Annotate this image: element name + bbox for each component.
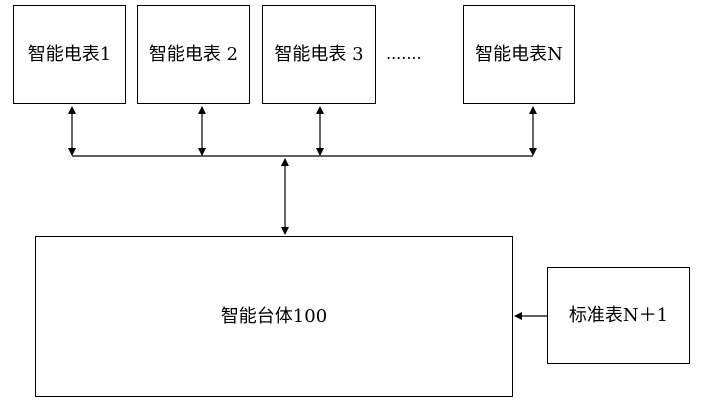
smart-meter-n-label: 智能电表N [475, 43, 563, 65]
smart-meter-n-box: 智能电表N [463, 5, 575, 104]
smart-meter-1-label: 智能电表1 [27, 43, 112, 65]
smart-meter-1-box: 智能电表1 [13, 5, 126, 104]
smart-meter-2-label: 智能电表 2 [148, 43, 239, 65]
standard-meter-label: 标准表N＋1 [568, 304, 669, 326]
standard-meter-box: 标准表N＋1 [547, 267, 690, 364]
smart-meter-2-box: 智能电表 2 [137, 5, 250, 104]
smart-platform-label: 智能台体100 [220, 305, 328, 327]
ellipsis-text: ....... [386, 44, 422, 63]
smart-meter-3-label: 智能电表 3 [274, 43, 364, 65]
smart-platform-box: 智能台体100 [35, 236, 513, 397]
smart-meter-3-box: 智能电表 3 [262, 5, 376, 104]
